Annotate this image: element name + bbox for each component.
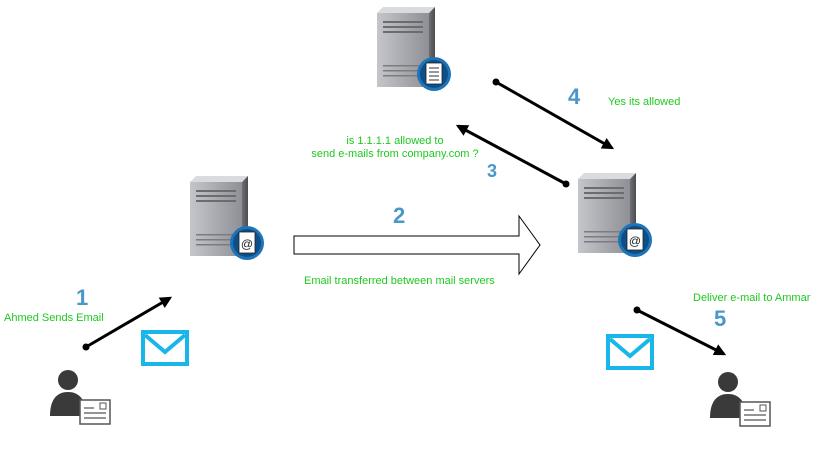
sender-user-icon xyxy=(49,369,111,425)
envelope-icon xyxy=(141,330,189,366)
step-label-4: Yes its allowed xyxy=(608,96,681,108)
step-number-3: 3 xyxy=(487,161,498,181)
arrow-step-3 xyxy=(455,124,570,188)
policy-server xyxy=(377,7,452,92)
step-label-2: Email transferred between mail servers xyxy=(304,275,495,287)
step-label-1: Ahmed Sends Email xyxy=(4,312,104,324)
arrow-step-5 xyxy=(633,306,727,356)
step-label-3-line-1: is 1.1.1.1 allowed to xyxy=(346,135,444,147)
sender-mail-server xyxy=(190,176,265,261)
arrow-step-4 xyxy=(492,78,615,150)
arrow-step-1 xyxy=(82,296,173,351)
step-number-5: 5 xyxy=(714,306,727,331)
step-number-4: 4 xyxy=(568,84,581,109)
arrow-step-2 xyxy=(293,214,541,276)
step-number-2: 2 xyxy=(393,203,406,228)
mail-server-icon xyxy=(617,222,653,258)
step-label-3-line-2: send e-mails from company.com ? xyxy=(311,148,479,160)
mail-server-icon xyxy=(229,225,265,261)
server-document-icon xyxy=(416,56,452,92)
step-label-5: Deliver e-mail to Ammar xyxy=(693,292,811,304)
receiver-mail-server xyxy=(578,173,653,258)
recipient-user-icon xyxy=(709,371,771,427)
step-number-1: 1 xyxy=(76,285,89,310)
envelope-icon xyxy=(606,334,654,370)
